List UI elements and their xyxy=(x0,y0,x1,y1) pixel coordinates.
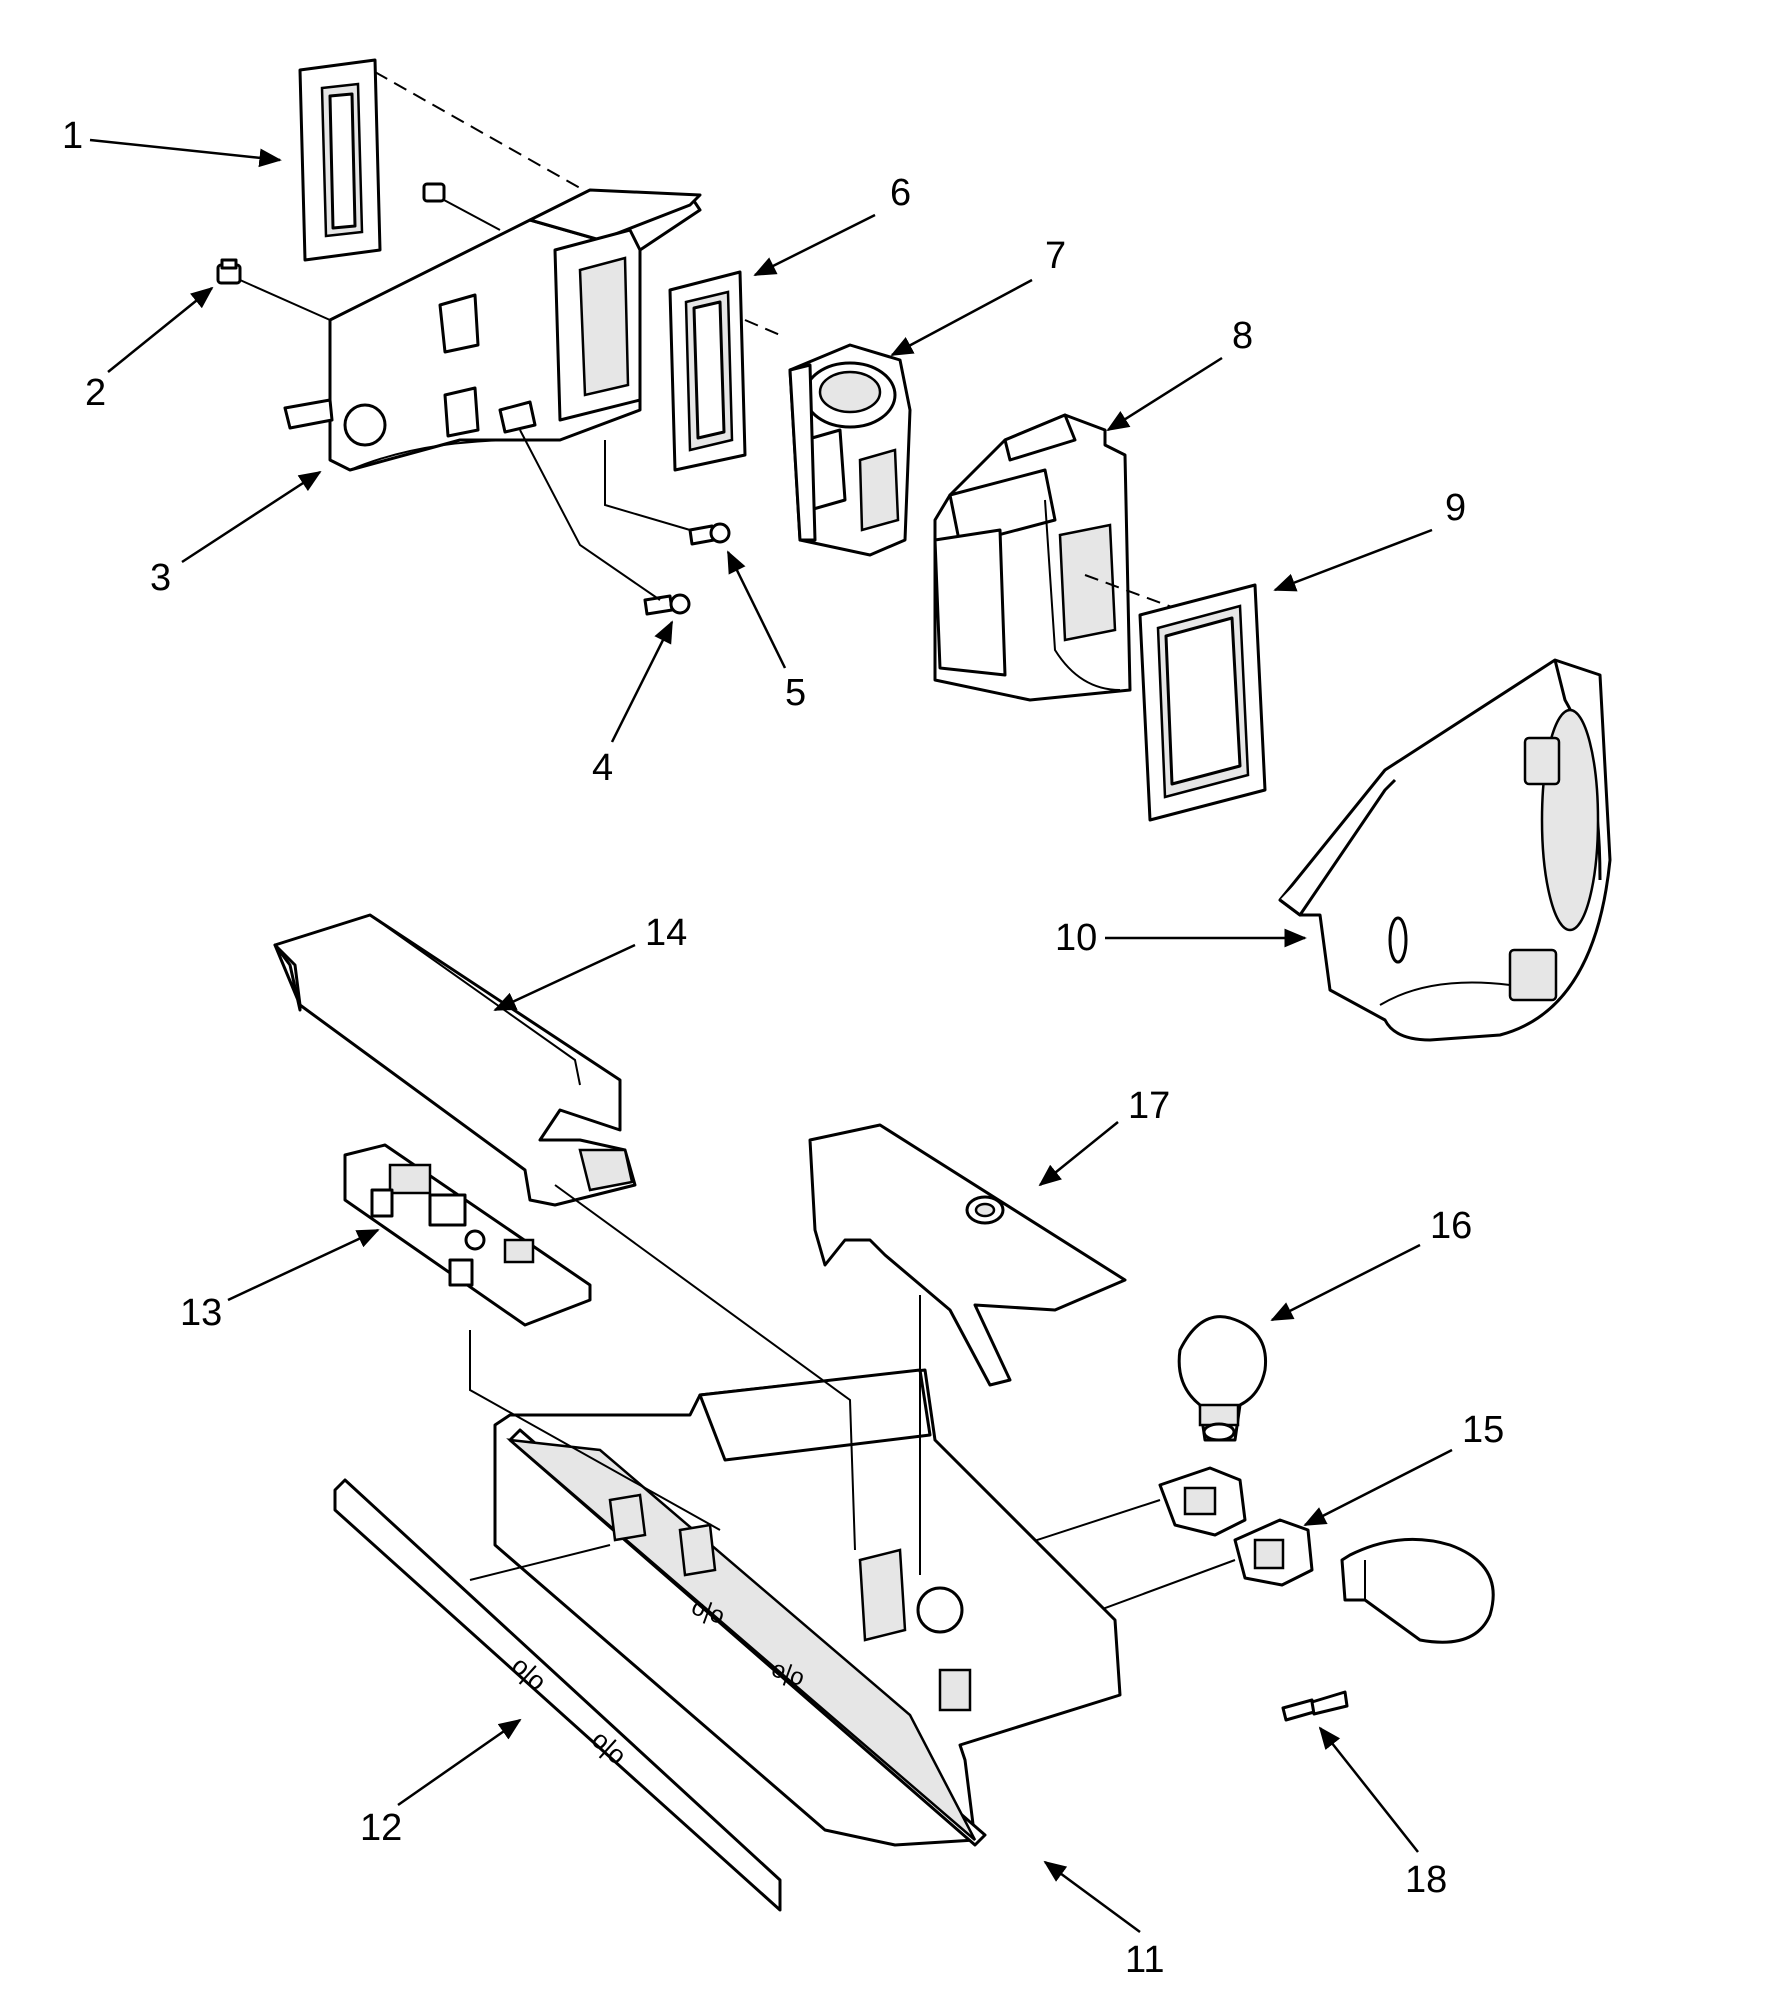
callout-9: 9 xyxy=(1273,487,1466,592)
part-10-vent-grille-bottom xyxy=(1508,948,1558,1002)
part-15-socket-upper xyxy=(1158,1466,1247,1537)
svg-text:8: 8 xyxy=(1232,315,1253,357)
part-8-alignment-line xyxy=(1084,574,1181,611)
part-14-cover xyxy=(273,913,637,1207)
part-6-alignment-line xyxy=(744,319,781,336)
callout-12: 12 xyxy=(360,1718,522,1849)
part-10-vent-grille-top xyxy=(1523,736,1561,786)
callout-17: 17 xyxy=(1038,1085,1170,1187)
part-13-circuit-board xyxy=(343,1143,592,1327)
part-5-leader-line xyxy=(604,440,691,531)
part-17-light-cover xyxy=(808,1123,1127,1387)
svg-text:2: 2 xyxy=(85,372,106,414)
part-11-bezel: o|o o|o xyxy=(493,1368,1122,1847)
part-9-gasket xyxy=(1138,583,1267,822)
part-5-screw xyxy=(688,522,731,546)
part-11-leader-from-14 xyxy=(554,1184,856,1551)
callout-13: 13 xyxy=(180,1228,380,1334)
callout-15: 15 xyxy=(1303,1409,1504,1527)
callout-11: 11 xyxy=(1043,1860,1164,1981)
svg-text:4: 4 xyxy=(592,747,613,789)
part-3-housing xyxy=(283,188,702,472)
callout-6: 6 xyxy=(753,172,911,277)
svg-text:15: 15 xyxy=(1462,1409,1504,1451)
svg-text:12: 12 xyxy=(360,1807,402,1849)
part-2-upper-line xyxy=(443,199,501,231)
callout-1: 1 xyxy=(62,115,282,168)
part-4-screw xyxy=(643,593,691,616)
callout-5: 5 xyxy=(726,550,806,714)
part-7-actuator xyxy=(788,343,912,557)
svg-text:14: 14 xyxy=(645,912,687,954)
part-1-gasket xyxy=(298,58,382,262)
part-1-alignment-line xyxy=(374,71,611,206)
part-2-leader-line xyxy=(239,279,331,321)
part-6-gasket xyxy=(668,270,747,472)
callout-4: 4 xyxy=(592,620,674,789)
svg-text:13: 13 xyxy=(180,1292,222,1334)
callout-16: 16 xyxy=(1270,1205,1472,1322)
svg-text:9: 9 xyxy=(1445,487,1466,529)
part-16-bulb xyxy=(1177,1315,1268,1442)
svg-text:7: 7 xyxy=(1045,235,1066,277)
callout-7: 7 xyxy=(890,235,1066,357)
part-11-leader-from-13 xyxy=(469,1330,721,1531)
svg-text:1: 1 xyxy=(62,115,83,157)
svg-text:17: 17 xyxy=(1128,1085,1170,1127)
part-15-socket-lower xyxy=(1233,1518,1314,1587)
svg-text:16: 16 xyxy=(1430,1205,1472,1247)
part-15-bulb xyxy=(1340,1537,1495,1644)
svg-text:6: 6 xyxy=(890,172,911,214)
part-10-cover xyxy=(1278,658,1612,1042)
part-4-leader-line xyxy=(519,429,661,601)
callout-8: 8 xyxy=(1106,315,1253,432)
part-2-clip-upper xyxy=(422,182,446,203)
callout-2: 2 xyxy=(85,286,214,414)
part-2-screw xyxy=(216,258,242,285)
callout-18: 18 xyxy=(1318,1726,1447,1901)
part-12-leader-line xyxy=(469,1544,611,1581)
part-18-fastener xyxy=(1281,1690,1349,1722)
part-8-chute xyxy=(933,413,1132,702)
svg-text:10: 10 xyxy=(1055,917,1097,959)
svg-text:11: 11 xyxy=(1125,1939,1164,1981)
svg-text:5: 5 xyxy=(785,672,806,714)
callout-10: 10 xyxy=(1055,917,1307,959)
svg-text:18: 18 xyxy=(1405,1859,1447,1901)
callout-3: 3 xyxy=(150,470,322,599)
callout-14: 14 xyxy=(493,912,687,1012)
svg-text:3: 3 xyxy=(150,557,171,599)
